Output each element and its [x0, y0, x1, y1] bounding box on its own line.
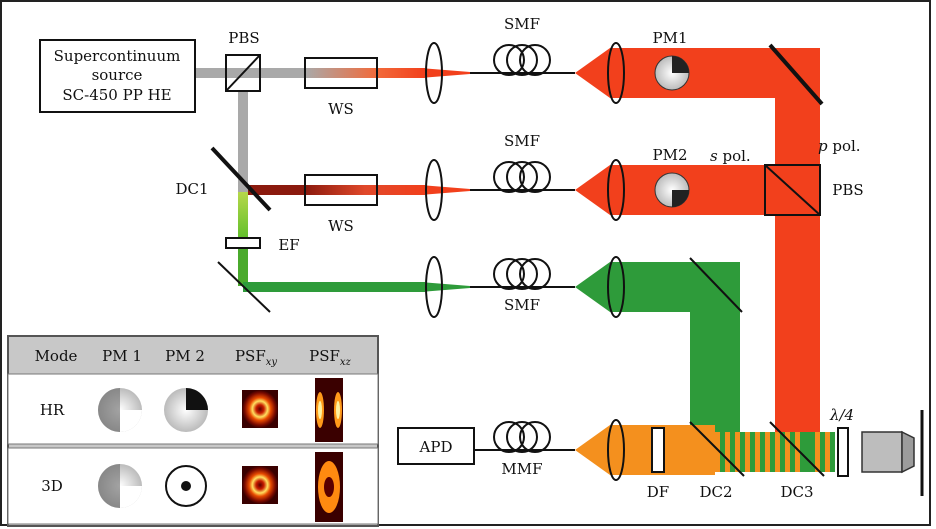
ef-filter	[225, 237, 261, 249]
red-beam-mid-left	[248, 185, 305, 195]
apd-box	[397, 427, 475, 465]
green-beam-horizontal	[243, 282, 425, 292]
pbs-right-cube	[764, 164, 821, 216]
lens-top-in	[425, 42, 443, 104]
source-label-1: Supercontinuum	[54, 47, 181, 65]
red-beam-top	[305, 68, 425, 78]
lens-mid-in	[425, 159, 443, 221]
source-label-3: SC-450 PP HE	[62, 86, 171, 104]
header-psf-xy: PSFxy	[235, 347, 277, 368]
mmf-coil	[493, 421, 551, 453]
hr-psf-xz	[315, 378, 343, 442]
mirror-ef	[217, 261, 271, 313]
header-mode: Mode	[35, 347, 78, 365]
p-pol-label: p pol.	[818, 137, 861, 155]
lens-bottom-in	[425, 256, 443, 318]
white-light-beam-vertical	[238, 92, 248, 192]
mirror-top-right	[768, 43, 824, 106]
red-beam-mid	[305, 185, 425, 195]
pm1-label: PM1	[653, 29, 688, 47]
smf-bottom-label: SMF	[504, 296, 540, 314]
orange-detection-beam	[575, 425, 715, 475]
mirror-green	[689, 257, 743, 313]
pm2-label: PM2	[653, 146, 688, 164]
mode-table: Mode PM 1 PM 2 PSFxy PSFxz HR 3D	[7, 335, 379, 527]
lens-bottom-out	[607, 256, 625, 318]
dc2-label: DC2	[699, 483, 732, 501]
header-psf-xz: PSFxz	[309, 347, 351, 368]
objective-lens	[861, 410, 924, 496]
ef-label: EF	[278, 236, 299, 254]
3d-pm1-mask	[98, 464, 142, 508]
row-hr-label: HR	[40, 401, 65, 419]
smf-coil-top	[493, 44, 551, 76]
green-beam-vertical	[238, 192, 248, 237]
smf-top-label: SMF	[504, 15, 540, 33]
pm1-phase-mask	[654, 55, 690, 91]
ws-top-box	[304, 57, 378, 89]
lens-mid-out	[607, 159, 625, 221]
dc2-mirror	[689, 421, 745, 477]
supercontinuum-source-box	[39, 39, 196, 113]
mmf-label: MMF	[501, 460, 542, 478]
red-beam-vertical	[775, 98, 820, 460]
green-beam-down	[690, 262, 740, 432]
smf-mid-label: SMF	[504, 132, 540, 150]
dc3-mirror	[769, 421, 825, 477]
s-pol-label: s pol.	[710, 147, 751, 165]
ws-mid-box	[304, 174, 378, 206]
lambda-quarter-label: λ/4	[829, 406, 854, 424]
df-label: DF	[647, 483, 669, 501]
combined-beam	[715, 432, 835, 472]
pm2-phase-mask	[654, 172, 690, 208]
df-filter	[651, 427, 665, 473]
lens-top-out	[607, 42, 625, 104]
3d-psf-xy	[242, 466, 278, 504]
ws-mid-label: WS	[328, 217, 354, 235]
pbs-top-cube	[225, 54, 261, 92]
row-3d-label: 3D	[41, 477, 63, 495]
hr-pm1-mask	[98, 388, 142, 432]
red-beam-focus-top	[420, 68, 470, 78]
ws-top-label: WS	[328, 100, 354, 118]
3d-pm2-mask	[165, 465, 207, 507]
dc1-label: DC1	[175, 180, 208, 198]
pbs-top-label: PBS	[228, 29, 259, 47]
source-label-2: source	[92, 66, 143, 84]
apd-label: APD	[419, 438, 453, 456]
hr-pm2-mask	[164, 388, 208, 432]
white-light-beam	[195, 68, 305, 78]
smf-coil-bottom	[493, 258, 551, 290]
header-pm2: PM 2	[165, 347, 205, 365]
pbs-right-label: PBS	[832, 181, 863, 199]
lens-detection	[607, 419, 625, 481]
hr-psf-xy	[242, 390, 278, 428]
smf-coil-mid	[493, 161, 551, 193]
3d-psf-xz	[315, 452, 343, 522]
dc3-label: DC3	[780, 483, 813, 501]
header-pm1: PM 1	[102, 347, 142, 365]
dc1-mirror	[210, 146, 272, 212]
quarter-wave-plate	[837, 427, 849, 477]
